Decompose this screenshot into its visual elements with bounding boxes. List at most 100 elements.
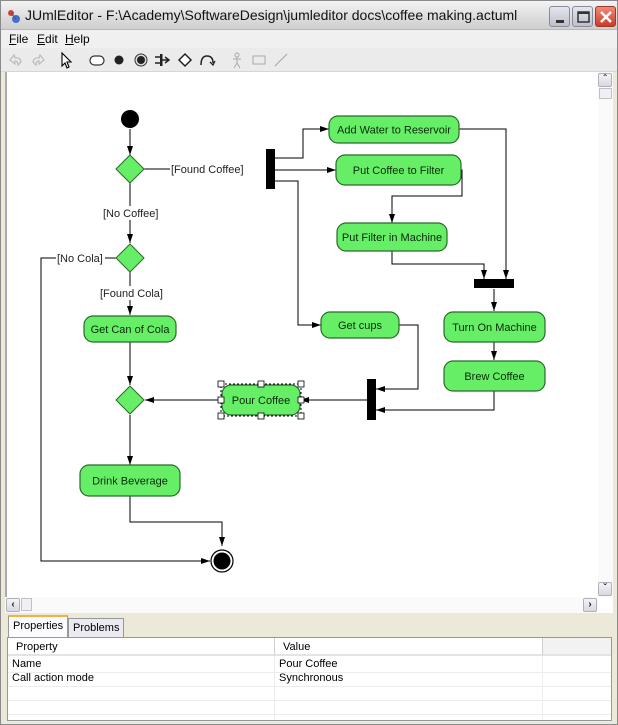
action-put-coffee[interactable]: Put Coffee to Filter [335,154,462,186]
edge-brew-to-join2[interactable] [376,391,495,413]
transition-icon[interactable] [197,50,217,70]
action-state-icon[interactable] [87,50,107,70]
action-label: Put Coffee to Filter [353,165,445,177]
properties-panel: Properties Problems Property Value Name … [5,613,614,723]
action-shape [79,464,181,497]
action-label: Brew Coffee [464,371,524,383]
fork-join-icon[interactable] [153,50,173,70]
resize-handle[interactable] [217,412,225,420]
diagram-canvas[interactable]: [Found Coffee] [No Coffee] [No Cola] [Fo… [5,72,613,613]
edge-put-coffee-to-put-filter[interactable] [389,169,463,223]
row-call-mode-value[interactable]: Synchronous [279,672,344,684]
title-bar[interactable]: JUmlEditor - F:\Academy\SoftwareDesign\j… [1,1,617,30]
action-label: Add Water to Reservoir [337,125,451,137]
vertical-scrollbar[interactable]: ˆ ˇ [598,72,613,598]
window-title: JUmlEditor - F:\Academy\SoftwareDesign\j… [25,7,518,23]
line-icon[interactable] [271,50,291,70]
action-get-cola[interactable]: Get Can of Cola [83,315,177,343]
row-name-property[interactable]: Name [12,658,42,670]
action-label: Get Can of Cola [91,324,171,336]
row-divider [8,686,611,687]
edge-add-water-to-join[interactable] [459,128,509,279]
decision-icon[interactable] [175,50,195,70]
horizontal-scrollbar[interactable]: ‹ › [5,597,598,613]
menu-bar: File Edit Help [1,30,617,48]
tab-properties[interactable]: Properties [8,615,69,637]
resize-handle[interactable] [257,380,265,388]
final-state-icon[interactable] [131,50,151,70]
action-label: Turn On Machine [452,322,537,334]
horizontal-scroll-thumb[interactable] [21,598,32,611]
merge-node[interactable] [115,385,145,415]
close-icon [600,11,612,23]
initial-node[interactable] [121,110,139,128]
resize-handle[interactable] [257,412,265,420]
maximize-button[interactable] [572,6,593,27]
menu-help-mnemonic: H [65,32,74,46]
redo-icon[interactable] [28,50,48,70]
action-put-filter[interactable]: Put Filter in Machine [336,222,448,252]
menu-help[interactable]: Help [65,32,90,46]
column-header-value[interactable]: Value [274,638,542,656]
action-shape [443,311,546,343]
action-shape [335,154,462,186]
resize-handle[interactable] [217,380,225,388]
row-name-value[interactable]: Pour Coffee [279,658,338,670]
menu-file-rest: ile [16,32,29,46]
scroll-down-button[interactable]: ˇ [598,582,612,596]
menu-file-mnemonic: F [9,32,17,46]
resize-handle[interactable] [297,396,305,404]
action-label: Pour Coffee [232,395,291,407]
decision-cola[interactable] [115,243,145,273]
guard-no-cola: [No Cola] [57,253,103,265]
toolbar [1,48,617,72]
join-bar-pour[interactable] [367,379,376,420]
action-add-water[interactable]: Add Water to Reservoir [328,115,460,144]
join-bar-machine[interactable] [474,279,514,288]
undo-icon[interactable] [6,50,26,70]
resize-handle[interactable] [217,396,225,404]
scroll-up-button[interactable]: ˆ [598,73,612,87]
decision-coffee[interactable] [115,154,145,184]
final-node-inner [213,552,231,570]
action-turn-on[interactable]: Turn On Machine [443,311,546,343]
select-pointer-icon[interactable] [57,50,77,70]
edge-get-cups-to-join2[interactable] [376,324,419,392]
resize-handle[interactable] [297,412,305,420]
initial-state-icon[interactable] [109,50,129,70]
column-header-property[interactable]: Property [8,638,274,656]
action-shape [320,311,400,339]
menu-file[interactable]: File [9,32,28,46]
row-call-mode-property[interactable]: Call action mode [12,672,94,684]
resize-handle[interactable] [297,380,305,388]
edge-drink-to-final[interactable] [129,496,225,546]
action-shape [443,360,546,392]
menu-edit[interactable]: Edit [37,32,58,46]
action-label: Get cups [338,320,383,332]
minimize-button[interactable] [549,6,570,27]
rectangle-icon[interactable] [249,50,269,70]
tab-problems[interactable]: Problems [68,618,125,637]
action-brew[interactable]: Brew Coffee [443,360,546,392]
edge-fork-to-get-cups[interactable] [275,180,321,328]
action-shape [328,115,460,144]
scroll-left-button[interactable]: ‹ [6,598,20,612]
scroll-right-button[interactable]: › [583,598,597,612]
actor-icon[interactable] [227,50,247,70]
fork-bar[interactable] [266,149,275,189]
edge-fork-to-add-water[interactable] [275,126,329,159]
activity-diagram[interactable]: [Found Coffee] [No Coffee] [No Cola] [Fo… [7,72,600,597]
vertical-scroll-thumb[interactable] [599,88,612,99]
close-button[interactable] [595,6,616,27]
action-drink[interactable]: Drink Beverage [79,464,181,497]
row-divider [8,672,611,673]
app-icon [8,10,20,23]
column-divider [542,656,543,720]
minimize-icon [556,20,564,23]
action-shape [83,315,177,343]
action-get-cups[interactable]: Get cups [320,311,400,339]
properties-table: Property Value Name Pour Coffee Call act… [7,637,612,721]
action-pour-coffee[interactable]: Pour Coffee [217,380,305,420]
edge-put-filter-to-join[interactable] [391,251,487,279]
